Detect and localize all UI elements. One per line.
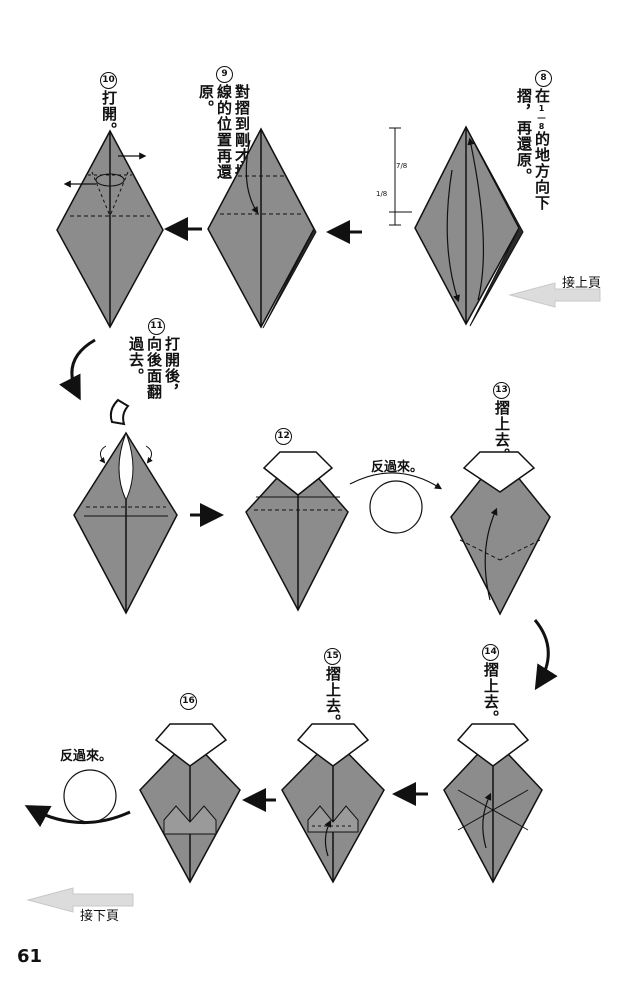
step-10-instruction: 打開。 [100,90,118,138]
step-13-diagram [450,451,551,616]
step-16-number: 16 [180,693,197,710]
continue-from-arrow-icon [508,282,601,308]
step-10-number: 10 [100,72,117,89]
step-8-line-1: 在1―8的地方向下摺， [515,88,551,211]
step-15-instruction: 摺上去。 [324,666,342,730]
step-16-diagram [139,723,241,884]
step-11-diagram [73,398,178,615]
step-12-number: 12 [275,428,292,445]
step-11-instruction: 打開後，向後面翻過去。 [127,336,181,400]
step-12-diagram [245,451,349,612]
turn-over-circle-top [349,472,443,534]
arrow-step10-to-step11 [59,338,96,401]
turn-over-label-bottom: 反過來。 [60,749,113,764]
step-15-number: 15 [324,648,341,665]
step-10-diagram [56,129,164,329]
fraction-one-eighth: 1/8 [376,190,387,198]
page-number: 61 [17,946,43,967]
step-8-instruction: 在1―8的地方向下摺，再還原。 [515,88,551,238]
step-11-number: 11 [148,318,165,335]
fraction-seven-eighths: 7/8 [396,162,407,170]
step-13-number: 13 [493,382,510,399]
step-8-number: 8 [535,70,552,87]
step-9-diagram [207,127,317,329]
turn-over-circle-bottom [24,769,131,828]
step-14-diagram [443,723,543,884]
continue-to-arrow-icon [26,887,134,913]
step-8-fraction: 1―8 [537,104,547,131]
step-8-diagram: 7/8 1/8 [376,125,524,327]
step-9-number: 9 [216,66,233,83]
step-8-line-2: 再還原。 [515,120,533,184]
continue-from-label: 接上頁 [562,276,602,291]
step-13-instruction: 摺上去。 [493,400,511,464]
arrow-step13-to-step14 [533,619,558,691]
continue-to-label: 接下頁 [80,909,120,924]
step-14-number: 14 [482,644,499,661]
step-14-instruction: 摺上去。 [482,662,500,726]
step-15-diagram [281,723,385,884]
turn-over-label-top: 反過來。 [371,460,424,475]
